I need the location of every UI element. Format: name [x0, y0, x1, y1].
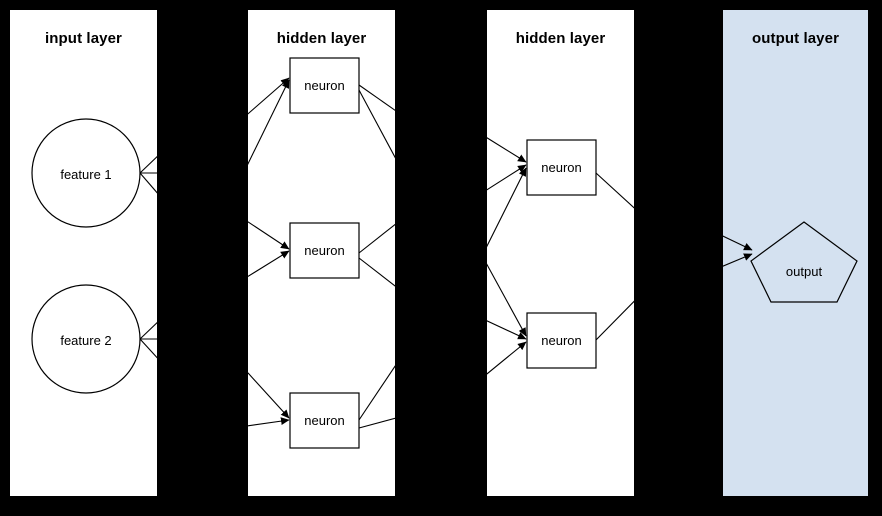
layer-hidden-2[interactable]: hidden layer	[487, 10, 634, 496]
edges-into-hidden1-neuron-3	[248, 372, 290, 427]
output-layer-graphics	[723, 221, 858, 303]
input-layer-graphics	[31, 118, 157, 394]
node-hidden2-neuron-1[interactable]	[526, 139, 597, 196]
edges-from-feature-1	[139, 155, 157, 194]
hidden-layer-1-graphics	[248, 57, 395, 449]
edges-into-hidden2-neuron-1	[487, 137, 527, 248]
node-hidden1-neuron-1[interactable]	[289, 57, 360, 114]
node-hidden2-neuron-2[interactable]	[526, 312, 597, 369]
edges-out-hidden1	[358, 84, 395, 429]
layer-input[interactable]: input layer feature 1 feature 2	[10, 10, 157, 496]
node-hidden1-neuron-2[interactable]	[289, 222, 360, 279]
layer-title-hidden-1: hidden layer	[276, 30, 367, 47]
edges-into-hidden1-neuron-2	[248, 221, 290, 278]
edges-from-feature-2	[139, 321, 157, 359]
edges-into-hidden1-neuron-1	[248, 77, 290, 165]
node-hidden1-neuron-3[interactable]	[289, 392, 360, 449]
edges-out-hidden2	[595, 172, 634, 341]
layer-hidden-1[interactable]: hidden layer	[248, 10, 395, 496]
layer-title-input: input layer	[45, 30, 122, 47]
node-feature-2[interactable]	[31, 284, 141, 394]
layer-output[interactable]: output layer output	[723, 10, 868, 496]
edges-into-output-node	[723, 235, 753, 267]
layer-title-hidden-2: hidden layer	[515, 30, 606, 47]
node-output-pentagon[interactable]	[750, 221, 858, 303]
edges-into-hidden2-neuron-2	[487, 263, 527, 375]
node-feature-1[interactable]	[31, 118, 141, 228]
hidden-layer-2-graphics	[487, 137, 634, 375]
layer-title-output: output layer	[751, 30, 840, 47]
